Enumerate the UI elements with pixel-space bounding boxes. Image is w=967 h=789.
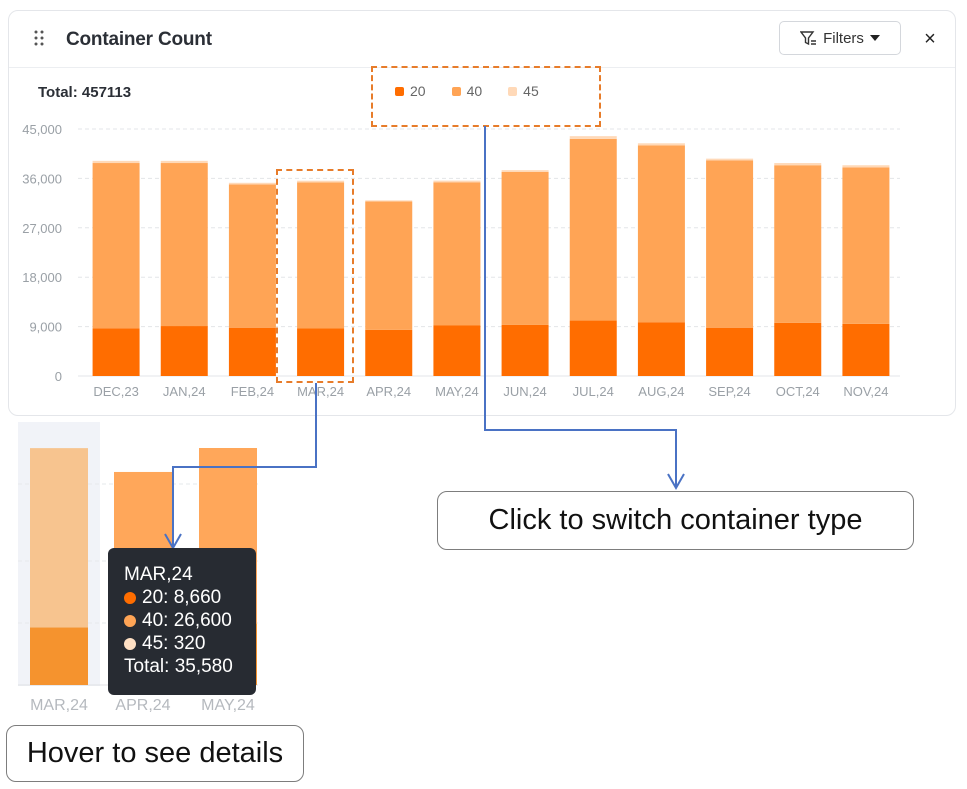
bar-segment-40 <box>842 167 890 324</box>
switch-type-callout: Click to switch container type <box>437 491 914 550</box>
filters-button[interactable]: Filters <box>779 21 901 55</box>
tooltip-row-text: 40: 26,600 <box>142 610 232 631</box>
bar-segment-20 <box>433 325 481 376</box>
bar-segment-45 <box>501 170 549 172</box>
zoom-bar-segment-40 <box>30 448 88 628</box>
zoom-x-tick-label: MAR,24 <box>30 697 88 714</box>
tooltip-row-45: 45: 320 <box>124 632 256 655</box>
drag-handle-icon[interactable] <box>33 29 45 47</box>
widget-title: Container Count <box>66 29 212 50</box>
bar-segment-20 <box>365 329 413 376</box>
bar-segment-20 <box>842 323 890 376</box>
legend-swatch <box>508 86 518 96</box>
bar-segment-40 <box>160 163 208 327</box>
x-tick-label: JUL,24 <box>573 384 614 399</box>
tooltip-dot <box>124 637 136 650</box>
legend-swatch <box>395 86 404 96</box>
tooltip-total: Total: 35,580 <box>124 656 233 677</box>
hover-arrow <box>172 383 317 546</box>
bar-segment-40 <box>569 138 617 321</box>
tooltip-dot <box>124 591 136 604</box>
bar-segment-45 <box>433 180 481 183</box>
zoom-x-tick-label: MAY,24 <box>201 697 255 714</box>
hover-tooltip: MAR,24 20: 8,660 40: 26,600 45: 320 Tota… <box>108 548 256 695</box>
bar-segment-45 <box>637 143 685 146</box>
bar-segment-20 <box>297 328 345 376</box>
bar-segment-20 <box>774 322 822 376</box>
bar-segment-20 <box>160 326 208 376</box>
bar-segment-40 <box>433 182 481 326</box>
bar-segment-20 <box>228 327 276 376</box>
y-tick-label: 27,000 <box>22 221 62 236</box>
y-tick-label: 0 <box>55 369 62 384</box>
bar-segment-45 <box>160 160 208 164</box>
bar-segment-20 <box>569 320 617 376</box>
legend-item-45[interactable]: 45 <box>508 83 539 99</box>
x-tick-label: AUG,24 <box>638 384 684 399</box>
tooltip-row-text: 45: 320 <box>142 633 206 654</box>
y-tick-label: 18,000 <box>22 270 62 285</box>
legend-label: 45 <box>523 83 539 99</box>
zoom-bar-segment-20 <box>30 627 88 685</box>
bar-segment-45 <box>774 163 822 166</box>
bar-segment-20 <box>706 327 754 376</box>
tooltip-row-20: 20: 8,660 <box>124 586 256 609</box>
bar-segment-20 <box>92 328 140 376</box>
bar-segment-40 <box>297 182 345 329</box>
bar-segment-40 <box>637 145 685 323</box>
x-tick-label: MAY,24 <box>435 384 479 399</box>
bar-segment-45 <box>297 180 345 183</box>
bar-segment-40 <box>706 160 754 328</box>
x-tick-label: MAR,24 <box>297 384 344 399</box>
bar-segment-45 <box>569 136 617 139</box>
chart-legend: 20 40 45 <box>395 83 539 99</box>
bar-segment-40 <box>365 201 413 330</box>
legend-item-20[interactable]: 20 <box>395 83 426 99</box>
bar-segment-45 <box>228 182 276 185</box>
x-tick-label: JAN,24 <box>163 384 206 399</box>
bar-segment-20 <box>501 324 549 376</box>
x-tick-label: SEP,24 <box>708 384 750 399</box>
legend-item-40[interactable]: 40 <box>451 83 483 99</box>
y-tick-label: 36,000 <box>22 171 62 186</box>
x-tick-label: APR,24 <box>366 384 411 399</box>
filters-label: Filters <box>823 29 864 47</box>
hover-details-callout: Hover to see details <box>6 725 304 782</box>
x-tick-label: OCT,24 <box>776 384 820 399</box>
tooltip-title: MAR,24 <box>124 564 193 585</box>
bar-segment-45 <box>842 165 890 168</box>
tooltip-row-text: 20: 8,660 <box>142 587 222 608</box>
caret-down-icon <box>869 35 880 41</box>
bar-segment-40 <box>92 163 140 329</box>
y-tick-label: 9,000 <box>29 320 62 335</box>
x-tick-label: JUN,24 <box>503 384 546 399</box>
total-count: Total: 457113 <box>38 84 132 101</box>
bar-segment-20 <box>637 322 685 376</box>
legend-label: 40 <box>466 83 483 99</box>
bar-segment-40 <box>501 171 549 325</box>
legend-swatch <box>451 86 461 96</box>
x-tick-label: FEB,24 <box>231 384 274 399</box>
tooltip-row-40: 40: 26,600 <box>124 609 256 632</box>
bar-segment-40 <box>228 184 276 328</box>
mar-bar-highlight-box <box>276 169 354 383</box>
x-tick-label: DEC,23 <box>93 384 139 399</box>
bar-segment-40 <box>774 165 822 323</box>
bar-segment-45 <box>92 160 140 164</box>
close-button[interactable]: × <box>924 28 936 50</box>
legend-label: 20 <box>410 83 426 99</box>
switch-arrow <box>484 126 677 486</box>
tooltip-dot <box>124 614 136 627</box>
y-tick-label: 45,000 <box>22 122 62 137</box>
x-tick-label: NOV,24 <box>843 384 888 399</box>
filter-icon <box>800 30 817 45</box>
bar-segment-45 <box>706 158 754 161</box>
switch-arrowhead <box>667 473 685 491</box>
zoom-x-tick-label: APR,24 <box>115 697 170 714</box>
bar-segment-45 <box>365 200 413 202</box>
